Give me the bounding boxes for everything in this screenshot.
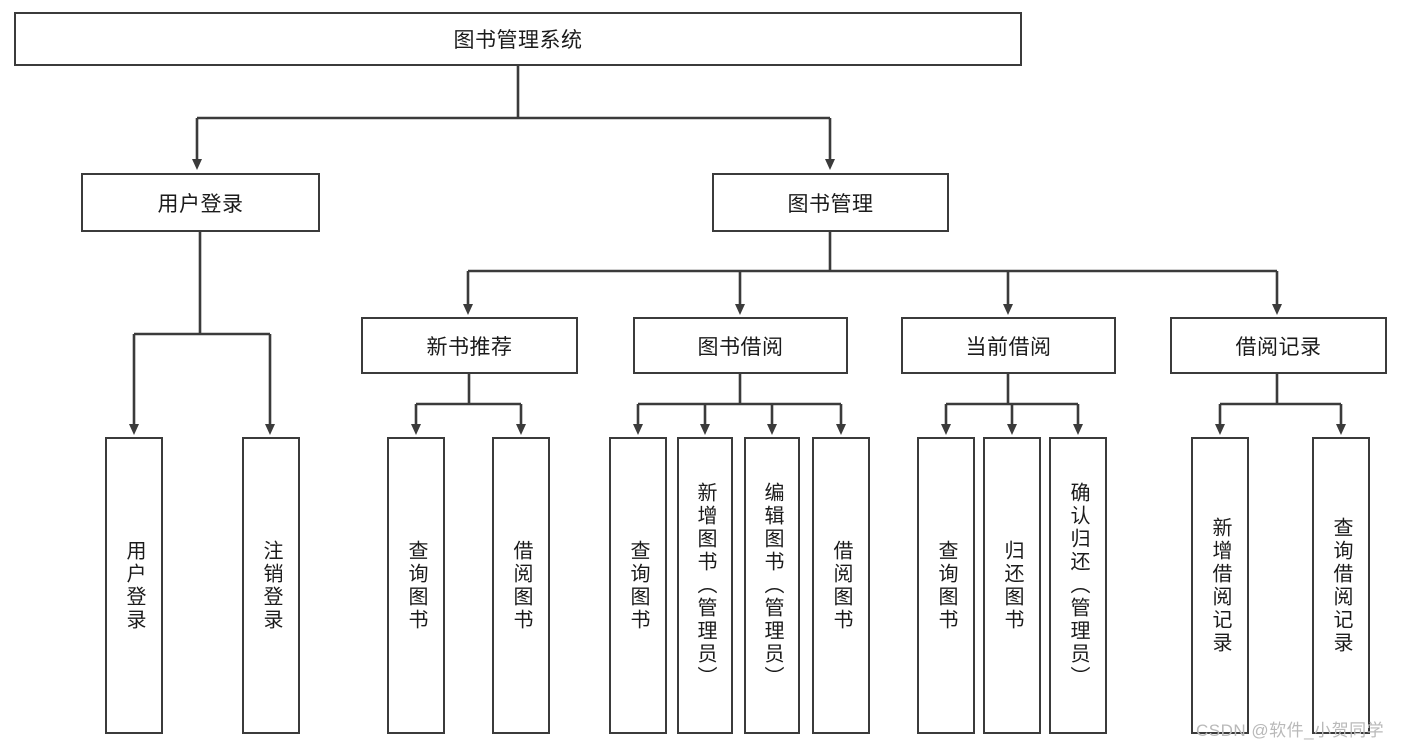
node-label: 借阅图书 — [510, 539, 532, 632]
leaf-record-query-record[interactable]: 查询借阅记录 — [1312, 437, 1370, 734]
node-label: 查询图书 — [405, 539, 427, 632]
node-label: 新增图书（管理员） — [694, 482, 716, 689]
node-user-login[interactable]: 用户登录 — [81, 173, 320, 232]
leaf-user-login-signout[interactable]: 注销登录 — [242, 437, 300, 734]
node-label: 新书推荐 — [426, 335, 513, 359]
leaf-borrow-add-book-admin[interactable]: 新增图书（管理员） — [677, 437, 733, 734]
node-borrow-record[interactable]: 借阅记录 — [1170, 317, 1387, 374]
node-label: 图书管理系统 — [453, 29, 583, 52]
csdn-watermark: CSDN @软件_小贺同学 — [1196, 721, 1385, 740]
node-new-book-recommend[interactable]: 新书推荐 — [361, 317, 578, 374]
node-label: 查询借阅记录 — [1330, 516, 1352, 655]
node-label: 图书借阅 — [697, 335, 784, 359]
node-label: 用户登录 — [123, 539, 145, 632]
node-book-borrow[interactable]: 图书借阅 — [633, 317, 848, 374]
node-label: 查询图书 — [935, 539, 957, 632]
leaf-borrow-query-book[interactable]: 查询图书 — [609, 437, 667, 734]
node-root-system[interactable]: 图书管理系统 — [14, 12, 1022, 66]
node-label: 新增借阅记录 — [1209, 516, 1231, 655]
leaf-recommend-borrow-book[interactable]: 借阅图书 — [492, 437, 550, 734]
leaf-record-add-record[interactable]: 新增借阅记录 — [1191, 437, 1249, 734]
leaf-current-confirm-return-admin[interactable]: 确认归还（管理员） — [1049, 437, 1107, 734]
leaf-current-return-book[interactable]: 归还图书 — [983, 437, 1041, 734]
node-label: 用户登录 — [157, 192, 244, 216]
node-label: 编辑图书（管理员） — [761, 482, 783, 689]
leaf-user-login-signin[interactable]: 用户登录 — [105, 437, 163, 734]
leaf-current-query-book[interactable]: 查询图书 — [917, 437, 975, 734]
leaf-borrow-edit-book-admin[interactable]: 编辑图书（管理员） — [744, 437, 800, 734]
leaf-recommend-query-book[interactable]: 查询图书 — [387, 437, 445, 734]
node-label: 借阅记录 — [1235, 335, 1322, 359]
node-label: 注销登录 — [260, 539, 282, 632]
node-label: 查询图书 — [627, 539, 649, 632]
node-label: 归还图书 — [1001, 539, 1023, 632]
node-current-borrow[interactable]: 当前借阅 — [901, 317, 1116, 374]
node-label: 确认归还（管理员） — [1067, 482, 1089, 689]
leaf-borrow-borrow-book[interactable]: 借阅图书 — [812, 437, 870, 734]
node-label: 当前借阅 — [965, 335, 1052, 359]
node-label: 借阅图书 — [830, 539, 852, 632]
node-book-management[interactable]: 图书管理 — [712, 173, 949, 232]
node-label: 图书管理 — [787, 192, 874, 216]
